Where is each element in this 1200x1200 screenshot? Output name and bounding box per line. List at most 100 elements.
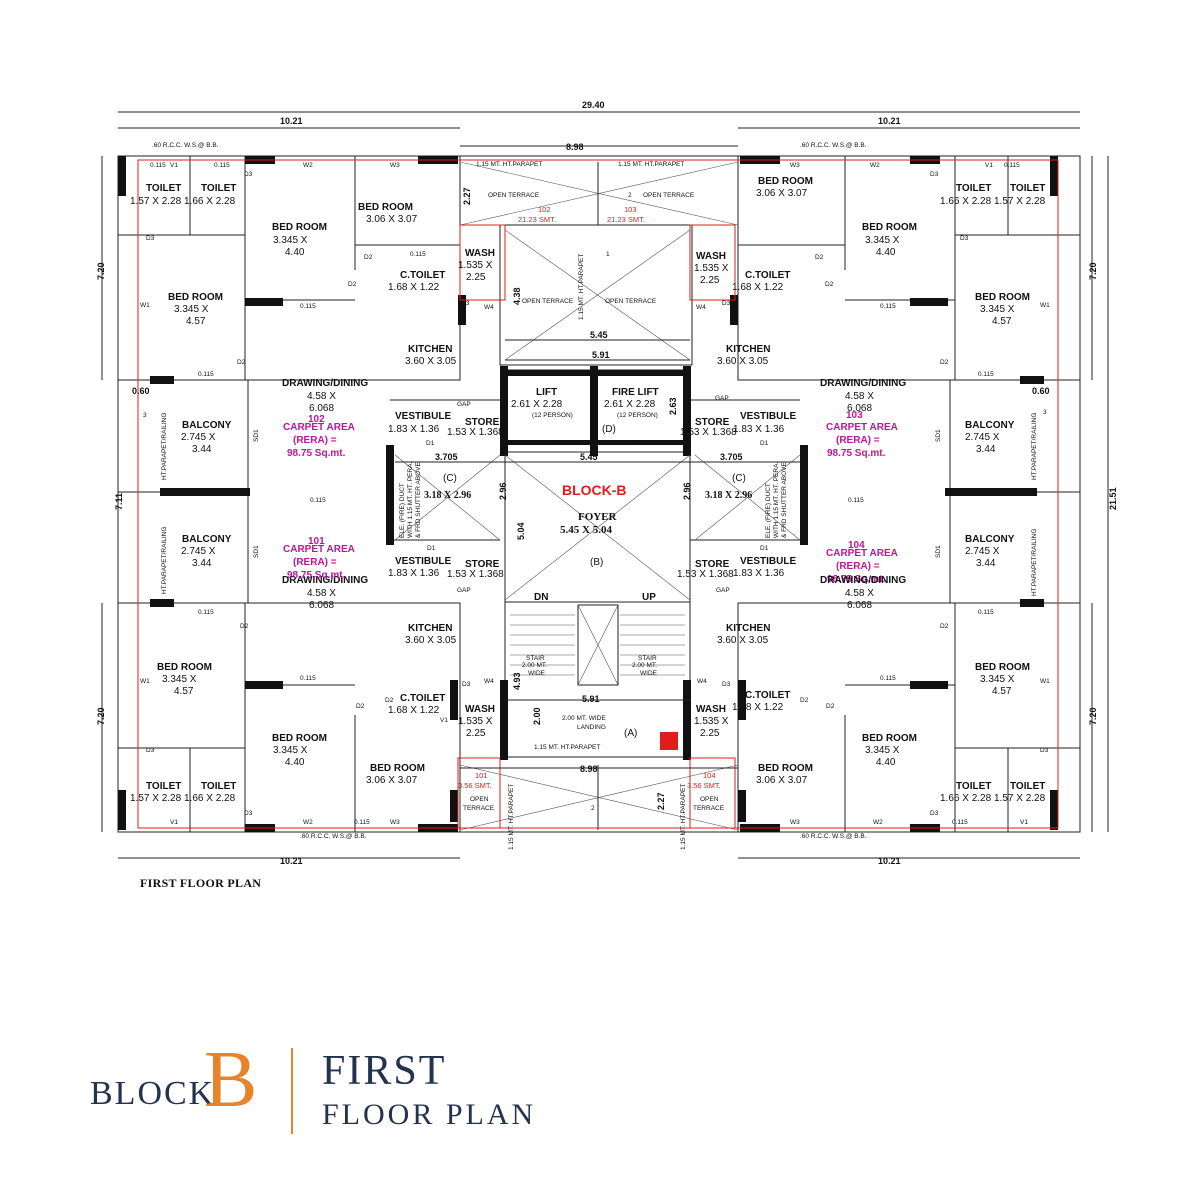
balcony-4-size2: 3.44 <box>976 558 996 569</box>
right-wing-height-bottom: 7.20 <box>1088 707 1098 725</box>
ctoilet-1-size: 1.68 X 1.22 <box>388 282 440 293</box>
kitchen-3: KITCHEN <box>408 623 452 634</box>
bed-8-size1: 3.345 X <box>273 745 308 756</box>
tag-w2-3: W2 <box>870 162 880 169</box>
drawing-3: DRAWING/DINING <box>282 575 368 586</box>
bed-2-size: 3.06 X 3.07 <box>366 214 418 225</box>
wash-4-size1: 1.535 X <box>694 716 729 727</box>
offset-left: 0.60 <box>132 386 150 396</box>
toilet-7-size: 1.66 X 2.28 <box>940 793 992 804</box>
lift-size: 2.61 X 2.28 <box>511 399 563 410</box>
tag-d2-9: D2 <box>815 254 824 261</box>
tag-w4-1: W4 <box>484 304 494 311</box>
balcony-1-size1: 2.745 X <box>181 432 216 443</box>
lobby-dim-right: 3.705 <box>720 452 743 462</box>
bed-1: BED ROOM <box>272 222 327 233</box>
wall-dim-g: 0.115 <box>198 609 214 616</box>
carpet-101: CARPET AREA <box>283 544 355 555</box>
balcony-3: BALCONY <box>182 534 232 545</box>
footer-divider <box>291 1048 293 1134</box>
unit-103-label: 103 <box>846 410 863 421</box>
bed-12-size: 3.06 X 3.07 <box>756 775 808 786</box>
railing-2: HT.PARAPET/RAILING <box>161 527 168 594</box>
bed-10-size1: 3.345 X <box>980 674 1015 685</box>
balcony-3-size2: 3.44 <box>192 558 212 569</box>
tag-w1-4: W1 <box>1040 678 1050 685</box>
kitchen-4-size: 3.60 X 3.05 <box>717 635 769 646</box>
balcony-2: BALCONY <box>965 420 1015 431</box>
store-4: STORE <box>695 559 730 570</box>
toilet-5: TOILET <box>146 781 181 792</box>
frd-left: FRD <box>545 440 559 447</box>
railing-1: HT.PARAPET/RAILING <box>161 413 168 480</box>
bed-3-size2: 4.57 <box>186 316 206 327</box>
bed-11-size1: 3.345 X <box>865 745 900 756</box>
open-terrace-core-right: OPEN TERRACE <box>605 298 657 305</box>
terrace-height-top: 2.27 <box>462 187 472 205</box>
offset-right: 0.60 <box>1032 386 1050 396</box>
tag-sd1-1: SD1 <box>253 429 260 442</box>
core-dim-591: 5.91 <box>592 350 610 360</box>
tag-w3-4: W3 <box>790 819 800 826</box>
duct-right: ELE. (FIRE) DUCT <box>765 483 772 538</box>
tag-d3-12: D3 <box>722 681 731 688</box>
landing: LANDING <box>577 724 606 731</box>
tag-w1-2: W1 <box>140 678 150 685</box>
tag-v1-5: V1 <box>1020 819 1028 826</box>
wall-dim-c: 0.115 <box>300 303 316 310</box>
marker-d: (D) <box>602 424 616 435</box>
overall-height: 21.51 <box>1108 487 1118 510</box>
drawing-3-size1: 4.58 X <box>307 588 336 599</box>
stair-right-label: STAIR <box>638 655 657 662</box>
marker-2-top: 2 <box>628 192 632 199</box>
tag-v1-3: V1 <box>440 717 448 724</box>
stair-up: UP <box>642 592 656 603</box>
bed-3-size1: 3.345 X <box>174 304 209 315</box>
wall-dim-f: 0.115 <box>310 497 326 504</box>
tag-d3-3: D3 <box>461 300 470 307</box>
open-terrace-top-right: OPEN TERRACE <box>643 192 695 199</box>
wash-3: WASH <box>465 704 495 715</box>
store-4-size: 1.53 X 1.368 <box>677 569 734 580</box>
tag-d2-6: D2 <box>356 703 365 710</box>
bed-3: BED ROOM <box>168 292 223 303</box>
terrace-103-area: 21.23 SMT. <box>607 215 645 224</box>
balcony-2-size1: 2.745 X <box>965 432 1000 443</box>
tag-w1-3: W1 <box>1040 302 1050 309</box>
top-parapet-left: 1.15 MT. HT.PARAPET <box>476 161 542 168</box>
tag-w1-1: W1 <box>140 302 150 309</box>
drawing-2-size2: 6.068 <box>847 403 872 414</box>
block-label: BLOCK-B <box>562 482 627 498</box>
toilet-2: TOILET <box>201 183 236 194</box>
lift-capacity: (12 PERSON) <box>532 412 573 419</box>
carpet-103-value: 98.75 Sq.mt. <box>827 448 886 459</box>
rcc-note-bottom-left: .60 R.C.C. W.S.@ B.B. <box>300 833 367 840</box>
terrace-104-id: 104 <box>703 771 716 780</box>
foyer-height: 5.04 <box>516 522 526 540</box>
drawing-2-size1: 4.58 X <box>845 391 874 402</box>
bed-6-size2: 4.57 <box>992 316 1012 327</box>
fire-lift-capacity: (12 PERSON) <box>617 412 658 419</box>
lift: LIFT <box>536 387 557 398</box>
rcc-note-top-right: .60 R.C.C. W.S.@ B.B. <box>800 142 867 149</box>
tag-w3-1: W3 <box>390 162 400 169</box>
bed-11-size2: 4.40 <box>876 757 896 768</box>
bottom-parapet-left: 1.15 MT. HT.PARAPET <box>508 784 515 850</box>
drawing-2: DRAWING/DINING <box>820 378 906 389</box>
store-2-size: 1.53 X 1.368 <box>680 427 737 438</box>
tag-d3-4: D3 <box>146 747 155 754</box>
stair-left-width: 2.00 MT. <box>522 662 547 669</box>
tag-w3-2: W3 <box>390 819 400 826</box>
tag-d3-2: D3 <box>146 235 155 242</box>
fire-lift-size: 2.61 X 2.28 <box>604 399 656 410</box>
stair-left-label: STAIR <box>526 655 545 662</box>
ctoilet-4-size: 1.68 X 1.22 <box>732 702 784 713</box>
balcony-4: BALCONY <box>965 534 1015 545</box>
toilet-8: TOILET <box>1010 781 1045 792</box>
vestibule-2-size: 1.83 X 1.36 <box>733 424 785 435</box>
toilet-6-size: 1.66 X 2.28 <box>184 793 236 804</box>
toilet-1: TOILET <box>146 183 181 194</box>
open-terrace-101-2: TERRACE <box>463 805 495 812</box>
wash-1-size2: 2.25 <box>466 272 486 283</box>
terrace-102-area: 21.23 SMT. <box>518 215 556 224</box>
